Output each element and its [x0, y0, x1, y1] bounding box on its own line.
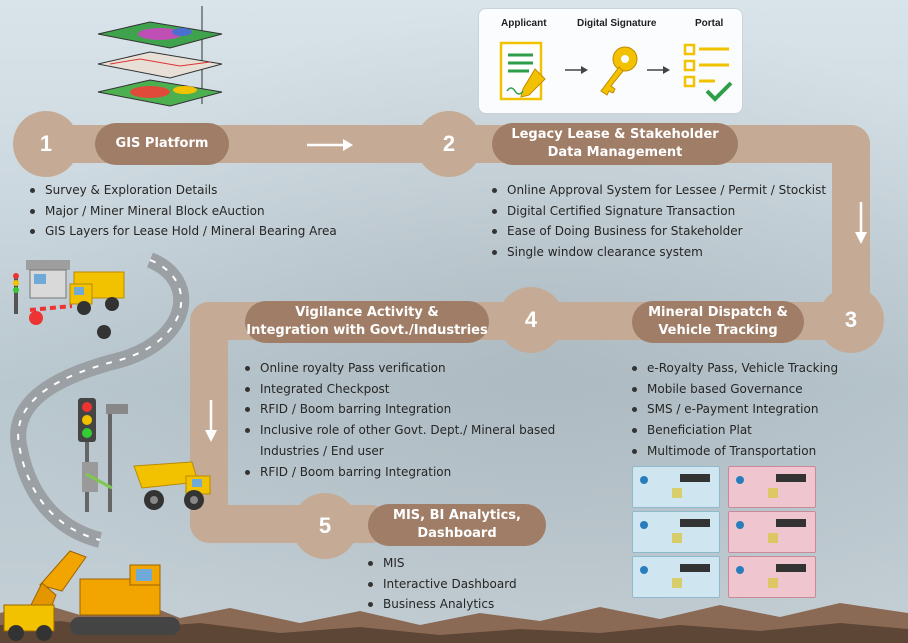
list-item: Beneficiation Plat — [632, 420, 872, 441]
step-2-number: 2 — [416, 111, 482, 177]
list-item: Interactive Dashboard — [368, 574, 568, 595]
royalty-pass-ticket — [728, 466, 816, 508]
digital-signature-label: Digital Signature — [577, 18, 657, 29]
list-item: Multimode of Transportation — [632, 441, 872, 462]
step-3-title: Mineral Dispatch & Vehicle Tracking — [632, 301, 804, 343]
checkpost-truck-icon — [13, 260, 125, 339]
royalty-pass-tickets — [632, 466, 818, 598]
ticket-details — [640, 474, 806, 588]
list-item: Single window clearance system — [492, 242, 832, 263]
digital-signature-panel: Applicant Digital Signature Portal — [478, 8, 743, 114]
step-1-title: GIS Platform — [95, 123, 229, 165]
step-4-items: Online royalty Pass verification Integra… — [245, 358, 575, 482]
step-3-items: e-Royalty Pass, Vehicle Tracking Mobile … — [632, 358, 872, 462]
flow-band-bottom — [190, 505, 390, 543]
list-item: Online royalty Pass verification — [245, 358, 575, 379]
list-item: RFID / Boom barring Integration — [245, 399, 575, 420]
traffic-signal-icon — [78, 398, 128, 512]
list-item: Inclusive role of other Govt. Dept./ Min… — [245, 420, 575, 441]
step-2-items: Online Approval System for Lessee / Perm… — [492, 180, 832, 263]
step-5-number: 5 — [292, 493, 358, 559]
royalty-pass-ticket — [632, 556, 720, 598]
step-2-title: Legacy Lease & Stakeholder Data Manageme… — [492, 123, 738, 165]
list-item: Integrated Checkpost — [245, 379, 575, 400]
step-5-title: MIS, BI Analytics, Dashboard — [368, 504, 546, 546]
list-item: Ease of Doing Business for Stakeholder — [492, 221, 832, 242]
list-item: Survey & Exploration Details — [30, 180, 370, 201]
arrow-right-icon — [565, 66, 588, 74]
portal-label: Portal — [695, 18, 724, 29]
step-1-number: 1 — [13, 111, 79, 177]
list-item: SMS / e-Payment Integration — [632, 399, 872, 420]
royalty-pass-ticket — [632, 511, 720, 553]
royalty-pass-ticket — [632, 466, 720, 508]
step-4-title: Vigilance Activity & Integration with Go… — [245, 301, 489, 343]
arrow-right-icon — [307, 139, 353, 151]
list-item: Online Approval System for Lessee / Perm… — [492, 180, 832, 201]
list-item: Digital Certified Signature Transaction — [492, 201, 832, 222]
mountain-silhouette — [0, 598, 908, 643]
royalty-pass-ticket — [728, 556, 816, 598]
arrow-right-icon — [647, 66, 670, 74]
list-item: MIS — [368, 553, 568, 574]
step-3-number: 3 — [818, 287, 884, 353]
applicant-label: Applicant — [501, 18, 547, 29]
list-item: Major / Miner Mineral Block eAuction — [30, 201, 370, 222]
step-1-items: Survey & Exploration Details Major / Min… — [30, 180, 370, 242]
arrow-down-icon — [205, 400, 217, 442]
excavator-icon — [3, 550, 180, 641]
list-item: RFID / Boom barring Integration — [245, 462, 575, 483]
mining-truck-icon — [133, 461, 211, 510]
document-pen-icon — [499, 41, 546, 101]
list-item: GIS Layers for Lease Hold / Mineral Bear… — [30, 221, 370, 242]
royalty-pass-ticket — [728, 511, 816, 553]
arrow-down-icon — [855, 202, 867, 244]
step-5-items: MIS Interactive Dashboard Business Analy… — [368, 553, 568, 615]
key-icon — [600, 46, 638, 96]
list-item: Mobile based Governance — [632, 379, 872, 400]
winding-road — [10, 252, 190, 548]
list-item: Business Analytics — [368, 594, 568, 615]
step-4-number: 4 — [498, 287, 564, 353]
checklist-icon — [683, 43, 733, 102]
list-item: Industries / End user — [260, 443, 384, 458]
list-item: e-Royalty Pass, Vehicle Tracking — [632, 358, 872, 379]
gis-layers-icon — [97, 6, 223, 107]
